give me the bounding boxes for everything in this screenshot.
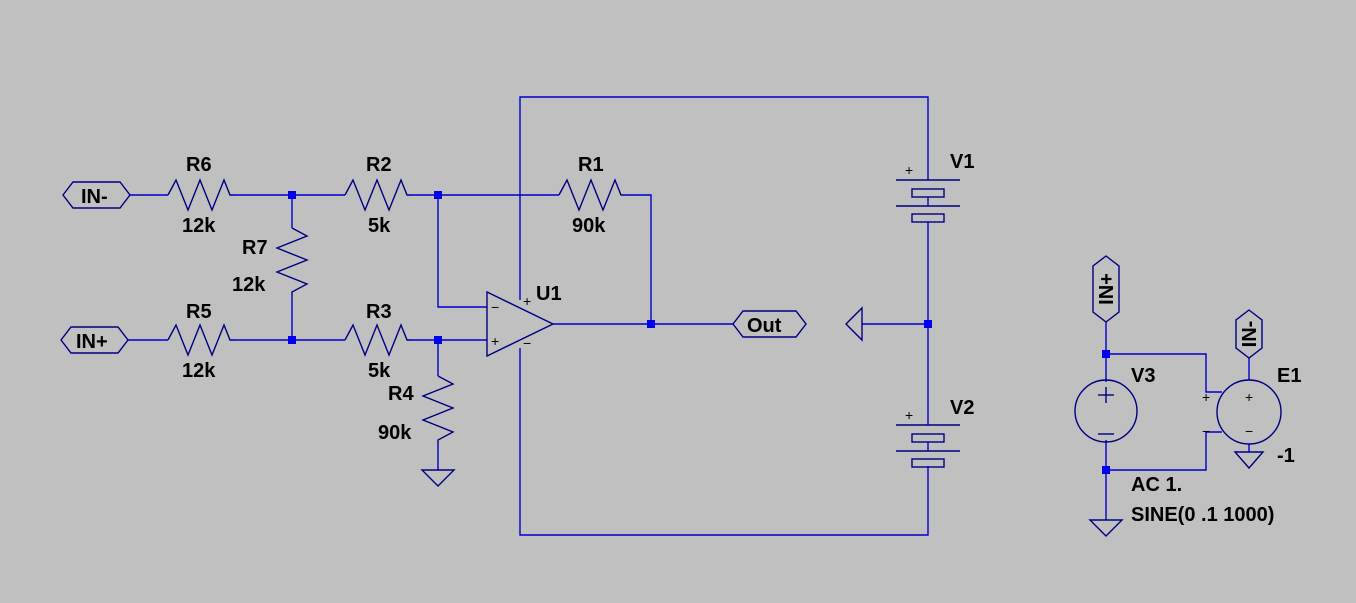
resistor-r1-symbol (558, 178, 625, 212)
resistor-r5-symbol (167, 323, 234, 357)
battery-v1[interactable]: + (896, 162, 960, 225)
junction-r3-r4 (434, 336, 442, 344)
resistor-r7-symbol (275, 227, 309, 296)
resistor-r4-symbol (421, 375, 455, 444)
r2-value: 5k (368, 215, 391, 237)
voltage-source-v3-symbol (1074, 379, 1138, 443)
net-label-e1-in-minus[interactable]: IN- (1235, 309, 1263, 359)
ground-r4-icon (420, 469, 456, 487)
battery-v2-plate-1 (911, 433, 945, 443)
dependent-source-e1[interactable]: + − + − (1202, 379, 1282, 445)
wire-supply-bottom (519, 348, 929, 536)
e1-out-plus-mark: + (1245, 389, 1253, 405)
junction-r2-r1 (434, 191, 442, 199)
wire-r1-out (625, 194, 652, 324)
r2-name: R2 (366, 154, 392, 176)
v3-name: V3 (1131, 365, 1155, 387)
net-flag-e1-in-minus-text: IN- (1239, 321, 1261, 348)
r6-value: 12k (182, 215, 216, 237)
v3-sine-spec: SINE(0 .1 1000) (1131, 504, 1274, 526)
net-flag-in-plus-text: IN+ (76, 331, 108, 353)
wire-e1-plus (1106, 353, 1222, 393)
resistor-r6-symbol (167, 178, 234, 212)
resistor-r4[interactable] (421, 375, 455, 444)
v3-ac-spec: AC 1. (1131, 474, 1182, 496)
opamp-inverting-mark: − (491, 299, 499, 315)
net-flag-in-plus-shape (60, 326, 129, 354)
v2-name: V2 (950, 397, 974, 419)
opamp-noninverting-mark: + (491, 333, 499, 349)
voltage-source-v3[interactable] (1074, 379, 1138, 443)
u1-name: U1 (536, 283, 562, 305)
r3-name: R3 (366, 301, 392, 323)
opamp-vminus-mark: − (523, 335, 531, 351)
net-flag-out-text: Out (747, 315, 782, 337)
junction-out (647, 320, 655, 328)
r4-value: 90k (378, 422, 412, 444)
battery-v1-plate-2 (911, 213, 945, 223)
wire-e1-minus (1106, 431, 1222, 471)
r5-name: R5 (186, 301, 212, 323)
resistor-r6[interactable] (167, 178, 234, 212)
dependent-source-e1-symbol (1216, 379, 1282, 445)
wire-feedback-inverting (437, 195, 487, 308)
resistor-r5[interactable] (167, 323, 234, 357)
wires (128, 96, 1250, 536)
r3-value: 5k (368, 360, 391, 382)
resistor-r2[interactable] (344, 178, 411, 212)
r7-value: 12k (232, 274, 266, 296)
ground-midpoint-icon (845, 306, 863, 342)
battery-v2-plus-mark: + (905, 407, 913, 423)
wire-supply-top (519, 96, 929, 300)
net-flag-out-shape (732, 310, 807, 338)
net-flag-in-minus-shape (62, 181, 131, 209)
resistor-r7[interactable] (275, 227, 309, 296)
net-label-in-minus[interactable]: IN- (62, 181, 131, 209)
net-flag-v3-in-plus-shape (1092, 255, 1120, 323)
opamp-u1-symbol (486, 290, 555, 358)
e1-name: E1 (1277, 365, 1301, 387)
r5-value: 12k (182, 360, 216, 382)
battery-v2-plate-2 (911, 458, 945, 468)
resistor-r2-symbol (344, 178, 411, 212)
e1-ctrl-plus-mark: + (1202, 389, 1210, 405)
junction-midpoint (924, 320, 932, 328)
net-label-in-plus[interactable]: IN+ (60, 326, 129, 354)
e1-out-minus-mark: − (1245, 423, 1253, 439)
ground-e1-icon (1233, 451, 1265, 470)
junction-r6-r2 (288, 191, 296, 199)
net-flag-in-minus-text: IN- (81, 186, 108, 208)
ground-v3-icon (1088, 519, 1124, 537)
r4-name: R4 (388, 383, 414, 405)
opamp-vplus-mark: + (523, 293, 531, 309)
battery-v2[interactable]: + (896, 407, 960, 468)
junction-r5-r3 (288, 336, 296, 344)
r7-name: R7 (242, 237, 268, 259)
battery-v1-plate-1 (911, 188, 945, 198)
v1-name: V1 (950, 151, 974, 173)
junction-v3-top (1102, 350, 1110, 358)
net-flag-v3-in-plus-text: IN+ (1096, 273, 1118, 305)
junction-v3-bottom (1102, 466, 1110, 474)
r1-value: 90k (572, 215, 606, 237)
net-label-v3-in-plus[interactable]: IN+ (1092, 255, 1120, 323)
resistor-r3[interactable] (344, 323, 411, 357)
net-label-out[interactable]: Out (732, 310, 807, 338)
e1-ctrl-minus-mark: − (1202, 423, 1210, 439)
resistor-r3-symbol (344, 323, 411, 357)
e1-gain: -1 (1277, 445, 1295, 467)
net-flag-e1-in-minus-shape (1235, 309, 1263, 359)
r6-name: R6 (186, 154, 212, 176)
opamp-u1[interactable]: − + + − (486, 290, 555, 358)
resistor-r1[interactable] (558, 178, 625, 212)
battery-v1-plus-mark: + (905, 162, 913, 178)
r1-name: R1 (578, 154, 604, 176)
